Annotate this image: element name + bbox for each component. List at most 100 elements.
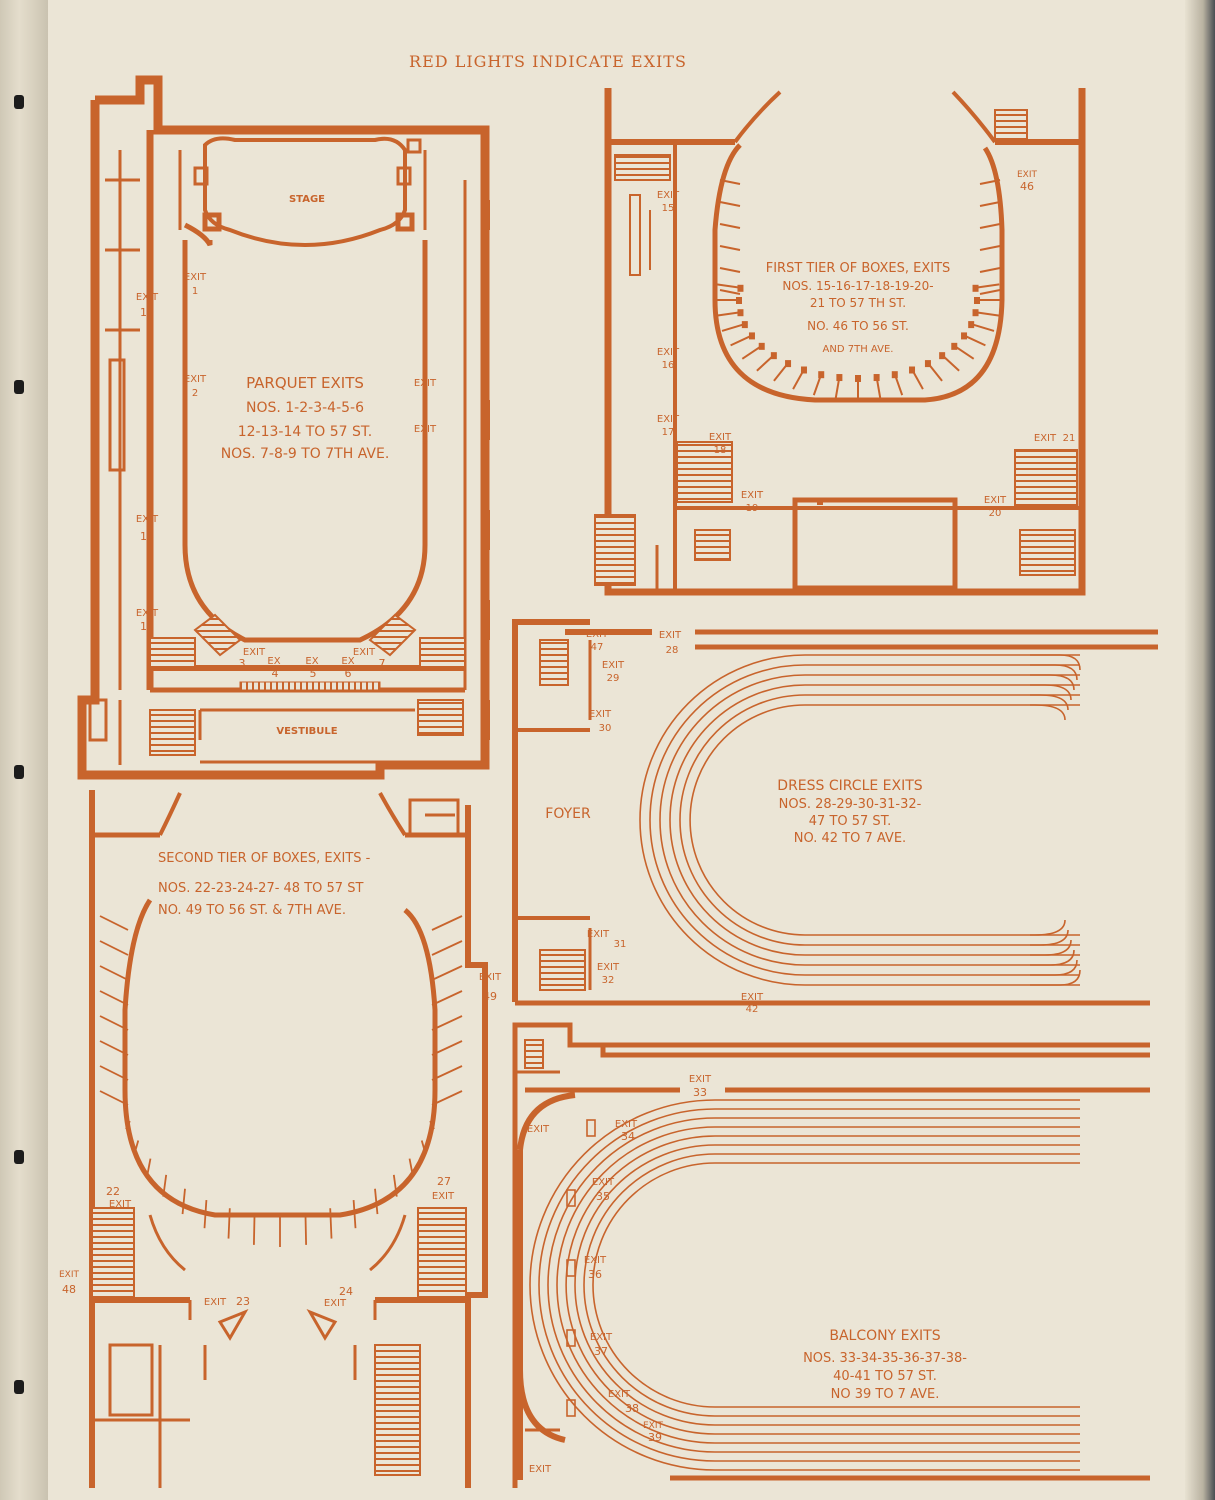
- svg-text:15: 15: [662, 203, 675, 214]
- box-light: [974, 297, 980, 304]
- first-tier-caption-line: NO. 46 TO 56 ST.: [807, 319, 909, 333]
- box-partition: [719, 201, 741, 207]
- box-partition: [975, 311, 1000, 317]
- box-partition: [431, 1090, 463, 1106]
- svg-text:EXIT: EXIT: [659, 630, 682, 641]
- svg-text:18: 18: [714, 445, 727, 456]
- svg-text:EXIT: EXIT: [689, 1074, 712, 1085]
- svg-text:EXIT: EXIT: [527, 1124, 550, 1135]
- second-tier-caption-line: NOS. 22-23-24-27- 48 TO 57 ST: [158, 881, 363, 896]
- svg-text:49: 49: [483, 990, 497, 1003]
- svg-text:EXIT: EXIT: [204, 1297, 227, 1308]
- box-partition: [721, 323, 746, 332]
- svg-text:2: 2: [192, 388, 198, 399]
- svg-text:1: 1: [192, 286, 198, 297]
- seat-row: [1030, 959, 1078, 976]
- seat-row: [659, 674, 1080, 966]
- seat-row: [1030, 949, 1075, 966]
- second-tier-caption-line: NO. 49 TO 56 ST. & 7TH AVE.: [158, 903, 346, 918]
- svg-text:EXIT: EXIT: [136, 514, 159, 525]
- first-tier-plan: [594, 88, 1086, 596]
- seat-row: [1030, 969, 1081, 986]
- svg-text:EXIT: EXIT: [597, 962, 620, 973]
- seat-row: [529, 1099, 1080, 1471]
- box-partition: [719, 267, 741, 273]
- first-tier-caption-line: 21 TO 57 TH ST.: [810, 296, 906, 310]
- first-tier-caption-line: AND 7TH AVE.: [823, 344, 894, 355]
- svg-text:7: 7: [379, 657, 386, 670]
- box-partition: [304, 1213, 308, 1245]
- svg-text:EXIT: EXIT: [184, 374, 207, 385]
- svg-text:47: 47: [591, 642, 604, 653]
- svg-text:42: 42: [746, 1004, 759, 1015]
- svg-text:EXIT: EXIT: [59, 1270, 80, 1280]
- binding-staple: [14, 95, 24, 109]
- seat-row: [592, 1162, 1080, 1408]
- svg-text:EXIT: EXIT: [136, 292, 159, 303]
- svg-text:23: 23: [236, 1295, 250, 1308]
- svg-text:EXIT: EXIT: [984, 495, 1007, 506]
- box-light: [736, 297, 742, 304]
- exit-label: EXIT 28: [659, 630, 682, 656]
- dress-circle-caption-line: 47 TO 57 ST.: [809, 814, 891, 829]
- exit-label: EXIT 49: [479, 972, 502, 1003]
- balcony-caption-line: NOS. 33-34-35-36-37-38-: [803, 1351, 967, 1366]
- box-light: [961, 332, 968, 340]
- box-partition: [970, 323, 995, 332]
- box-partition: [719, 245, 741, 251]
- svg-text:46: 46: [1020, 180, 1034, 193]
- box-partition: [99, 1040, 129, 1056]
- box-light: [758, 342, 765, 350]
- seat-row: [1030, 684, 1072, 701]
- svg-text:48: 48: [62, 1283, 76, 1296]
- svg-text:29: 29: [607, 673, 620, 684]
- box-partition: [133, 1140, 140, 1154]
- box-light: [800, 366, 807, 374]
- svg-text:EXIT: EXIT: [184, 272, 207, 283]
- box-partition: [429, 1120, 435, 1130]
- second-tier-labels: SECOND TIER OF BOXES, EXITS - NOS. 22-23…: [158, 851, 371, 918]
- svg-text:20: 20: [989, 508, 1002, 519]
- box-light: [785, 360, 792, 368]
- parquet-caption-line: NOS. 7-8-9 TO 7TH AVE.: [221, 446, 390, 462]
- svg-text:38: 38: [625, 1402, 639, 1415]
- exit-label: EX4: [267, 656, 280, 680]
- binding-staple: [14, 1380, 24, 1394]
- box-partition: [420, 1140, 427, 1154]
- svg-text:EXIT: EXIT: [643, 1421, 664, 1431]
- svg-text:EXIT: EXIT: [615, 1119, 638, 1130]
- first-tier-labels: FIRST TIER OF BOXES, EXITS NOS. 15-16-17…: [766, 261, 951, 355]
- svg-text:4: 4: [272, 667, 279, 680]
- svg-text:28: 28: [666, 645, 679, 656]
- page-edge: [1185, 0, 1215, 1500]
- svg-text:35: 35: [596, 1190, 610, 1203]
- box-light: [951, 342, 958, 350]
- seat-row: [583, 1153, 1080, 1417]
- svg-text:30: 30: [599, 723, 612, 734]
- box-partition: [719, 223, 741, 229]
- box-partition: [431, 940, 463, 956]
- svg-text:6: 6: [345, 667, 352, 680]
- svg-text:24: 24: [339, 1285, 353, 1298]
- dress-circle-caption-line: NO. 42 TO 7 AVE.: [794, 831, 906, 846]
- box-partition: [431, 915, 463, 931]
- svg-text:EXIT: EXIT: [479, 972, 502, 983]
- page-binding: [0, 0, 48, 1500]
- exit-label: EX5: [305, 656, 318, 680]
- box-partition: [99, 1065, 129, 1081]
